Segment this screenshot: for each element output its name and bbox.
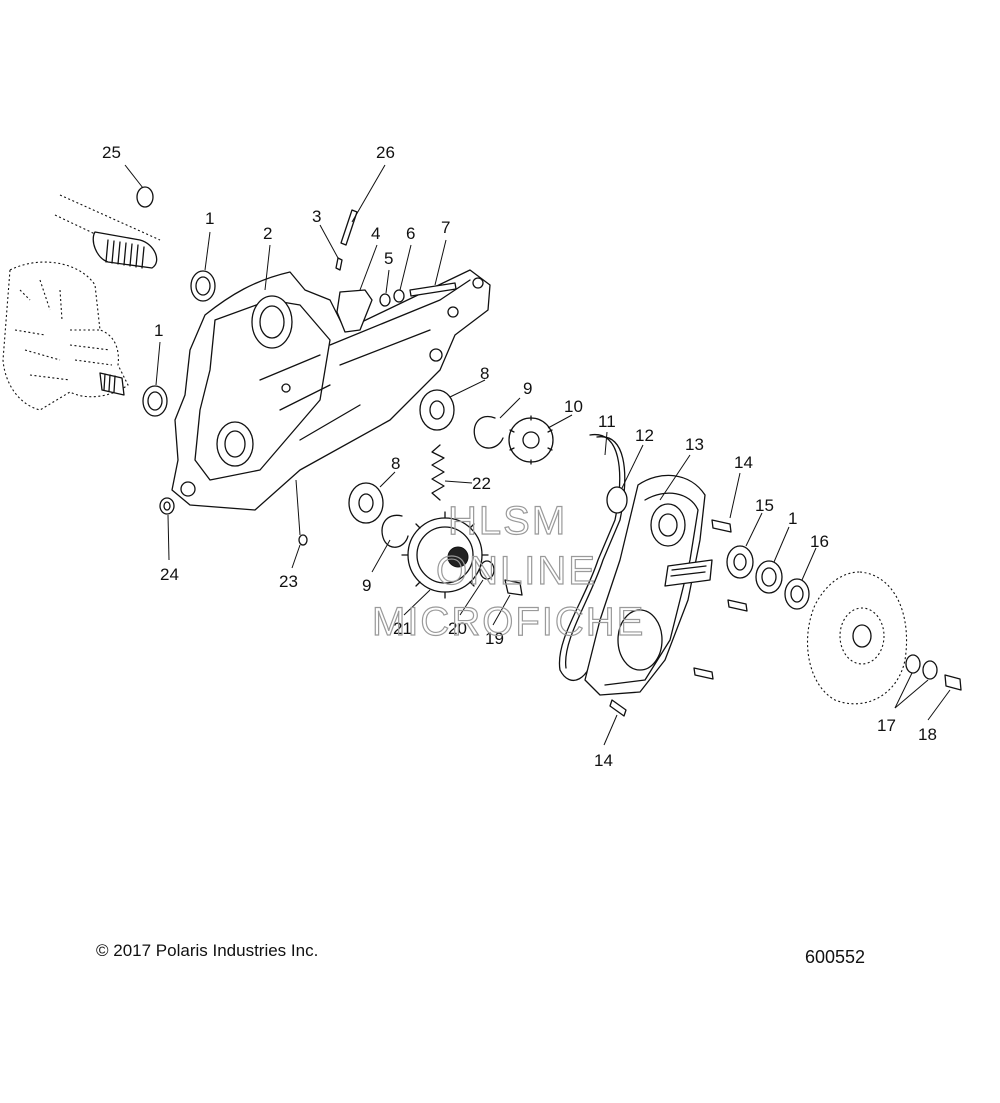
callout-20: 20 (448, 619, 467, 638)
callout-1-top: 1 (205, 209, 214, 228)
bolt-14-d (609, 699, 627, 717)
callout-21: 21 (393, 619, 412, 638)
callout-18: 18 (918, 725, 937, 744)
callout-19: 19 (485, 629, 504, 648)
pin-3 (335, 257, 343, 271)
callout-8-bottom: 8 (391, 454, 400, 473)
engine-context (2, 194, 161, 411)
callout-26: 26 (376, 143, 395, 162)
callout-5: 5 (384, 249, 393, 268)
callout-6: 6 (406, 224, 415, 243)
callout-2: 2 (263, 224, 272, 243)
callout-11: 11 (598, 412, 616, 431)
brake-disc (807, 571, 908, 705)
seal-1-left (142, 385, 168, 417)
seal-1-top (190, 270, 216, 302)
tensioner-parts (335, 209, 457, 333)
bolt-14-b (727, 599, 748, 612)
callout-1-left: 1 (154, 321, 163, 340)
spring-22 (431, 444, 445, 501)
watermark: HLSM ONLINE MICROFICHE (371, 498, 645, 644)
callout-22: 22 (472, 474, 491, 493)
bolt-7 (409, 282, 457, 297)
sprocket-10 (508, 417, 554, 463)
callout-1-right: 1 (788, 509, 797, 528)
callout-14-top: 14 (734, 453, 753, 472)
bearing-8-top (419, 389, 455, 431)
callout-15: 15 (755, 496, 774, 515)
jackshaft (92, 186, 158, 269)
callout-24: 24 (160, 565, 179, 584)
washer-17-b (922, 660, 938, 680)
callout-3: 3 (312, 207, 321, 226)
bearing-16 (784, 578, 810, 610)
callout-9-top: 9 (523, 379, 532, 398)
callout-10: 10 (564, 397, 583, 416)
snap-ring-9-bottom (381, 514, 409, 548)
washer-20 (479, 560, 495, 580)
callout-4: 4 (371, 224, 380, 243)
callout-12: 12 (635, 426, 654, 445)
pin-26 (340, 209, 358, 246)
callout-9-bottom: 9 (362, 576, 371, 595)
watermark-line-2: ONLINE (436, 549, 597, 593)
washer-24 (159, 497, 175, 515)
washer-17-a (905, 654, 921, 674)
callout-16: 16 (810, 532, 829, 551)
callout-8-top: 8 (480, 364, 489, 383)
watermark-line-1: HLSM (448, 499, 567, 543)
tensioner-block-4 (336, 289, 373, 333)
bolt-14-c (693, 667, 714, 680)
chain-11 (558, 434, 621, 682)
callout-23: 23 (279, 572, 298, 591)
bearing-15 (726, 545, 754, 579)
callout-13: 13 (685, 435, 704, 454)
nut-6 (393, 289, 405, 303)
chaincase-cover-13 (584, 474, 713, 696)
snap-ring-9-top (473, 415, 504, 449)
callout-14-bottom: 14 (594, 751, 613, 770)
bolt-14-a (711, 519, 732, 533)
bearing-8-bottom (348, 482, 384, 524)
bolt-18 (944, 674, 962, 691)
copyright-text: © 2017 Polaris Industries Inc. (96, 941, 319, 960)
plug-23 (298, 534, 308, 546)
washer-5 (379, 293, 391, 307)
callout-7: 7 (441, 218, 450, 237)
callout-17: 17 (877, 716, 896, 735)
leader-lines (124, 164, 951, 746)
spacer-12 (606, 486, 628, 514)
chaincase-housing (171, 269, 491, 511)
o-ring-25 (136, 186, 154, 208)
output-shaft-splines (99, 372, 125, 396)
bolt-19 (504, 579, 523, 596)
callout-labels: 25 26 1 2 3 4 5 6 7 1 8 9 10 11 12 13 14… (102, 143, 937, 770)
seal-1-right (755, 560, 783, 594)
callout-25: 25 (102, 143, 121, 162)
watermark-line-3: MICROFICHE (372, 600, 645, 644)
drawing-number: 600552 (805, 947, 866, 967)
